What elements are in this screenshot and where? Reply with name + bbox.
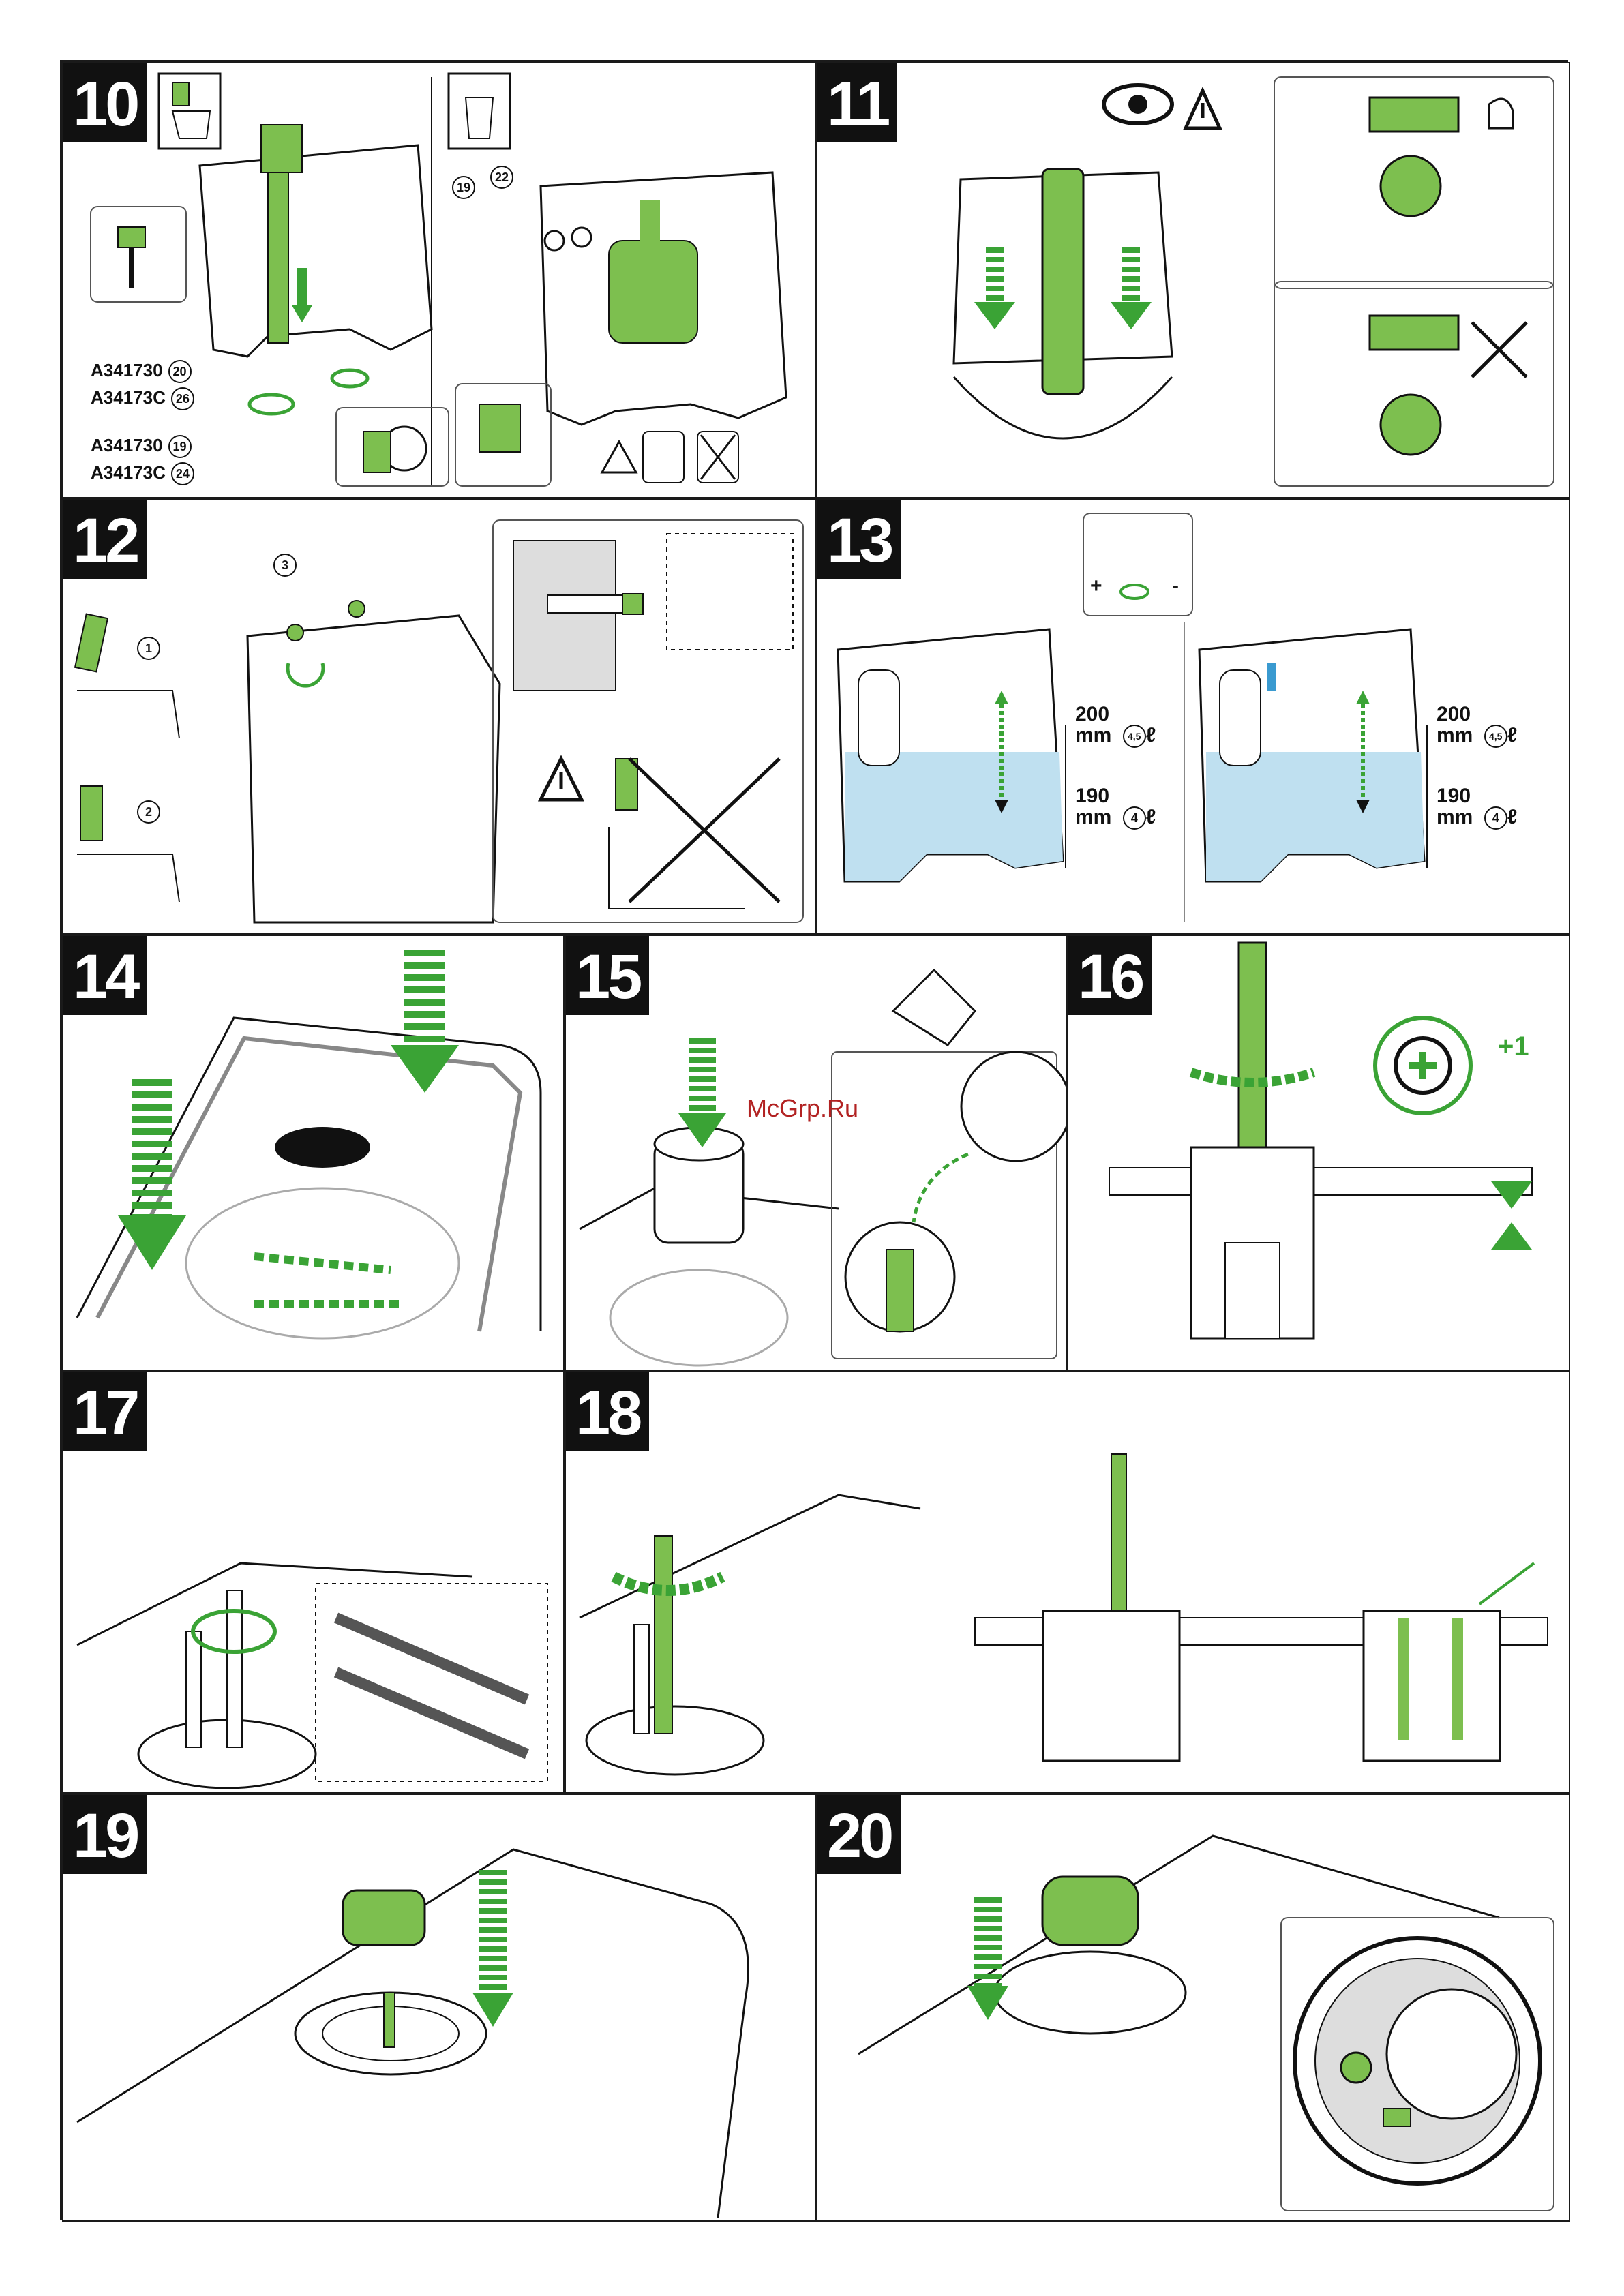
step-10-illustration [63,63,816,498]
plus-sign: + [1090,575,1102,598]
step-18-panel: 18 [565,1371,1570,1794]
step-15-illustration [566,936,1067,1371]
step-12-illustration [63,500,816,935]
step-11-panel: 11 [816,62,1570,498]
wrench-size-badge: 26 [171,387,194,410]
part-number: A34173C [91,387,166,408]
step-17-illustration [63,1372,565,1794]
step-16-panel: 16 +1 [1067,935,1570,1371]
step-10-panel: 10 [62,62,816,498]
step-19-panel: 19 [62,1794,816,2222]
callout-badge: 2 [132,800,160,824]
wrench-size-badge: 20 [168,360,192,383]
part-number: A341730 [91,435,163,455]
step-14-illustration [63,936,565,1371]
callout-badge: 1 [132,636,160,660]
wrench-size-badge: 22 [490,166,513,189]
step-17-panel: 17 [62,1371,565,1794]
callout-badge: 3 [268,553,297,577]
wrench-badge-row: 19 [447,176,475,199]
wrench-size-badge: 24 [171,462,194,485]
step-16-illustration [1068,936,1570,1371]
watermark-text: McGrp.Ru [747,1094,858,1123]
part-number: A34173C [91,462,166,483]
step-15-panel: 15 [565,935,1067,1371]
wrench-size-badge: 19 [168,435,192,458]
part-number: A341730 [91,360,163,380]
step-20-illustration [817,1795,1570,2222]
step-12-panel: 12 3 1 2 [62,498,816,935]
step-11-illustration [817,63,1570,498]
step-14-panel: 14 [62,935,565,1371]
step-19-illustration [63,1795,816,2222]
wrench-badge-row: 22 [485,166,513,189]
instruction-page: 10 [60,60,1568,2220]
thumbs-up-icon [1489,99,1513,128]
turn-count-label: +1 [1498,1031,1529,1062]
wrench-size-badge: 19 [452,176,475,199]
minus-sign: - [1172,575,1179,598]
step-20-panel: 20 [816,1794,1570,2222]
step-18-illustration [566,1372,1570,1794]
